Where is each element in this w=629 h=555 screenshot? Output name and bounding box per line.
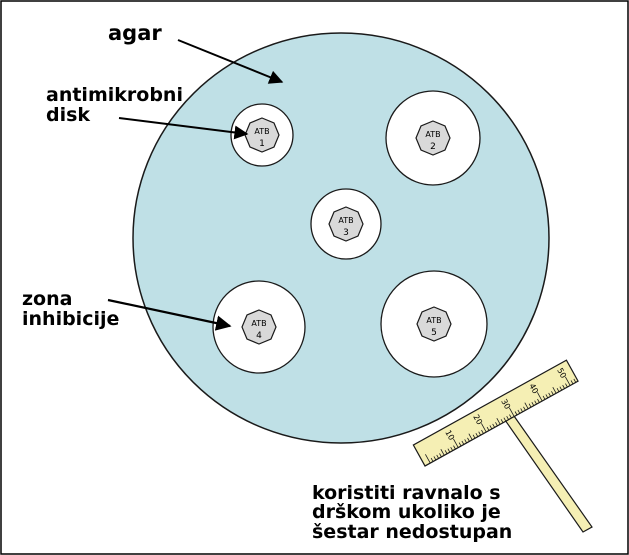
disc-group-2: ATB 2 — [385, 90, 481, 186]
ruler-tick — [492, 423, 495, 428]
antimicrobial-disk-label-line-2: disk — [46, 103, 91, 126]
ruler-tick — [537, 392, 543, 402]
ruler-tick — [430, 457, 434, 462]
ruler-tick — [565, 383, 568, 388]
disc-group-5: ATB 5 — [380, 270, 488, 378]
ruler-tick — [468, 433, 473, 441]
disk-code-4: ATB — [251, 319, 266, 328]
ruler-body — [412, 359, 579, 467]
ruler-tick — [481, 423, 487, 433]
ruler-tick — [528, 403, 532, 408]
ruler-note: koristiti ravnalo s drškom ukoliko je še… — [312, 482, 513, 543]
ruler-tick — [573, 378, 577, 383]
ruler-tick — [436, 454, 439, 459]
ruler-tick — [517, 409, 521, 414]
discs-group: ATB 1 ATB 2 ATB 3 ATB 4 ATB 5 — [212, 90, 488, 378]
ruler-tick — [562, 384, 565, 389]
antimicrobial-disk-5 — [416, 306, 452, 342]
ruler-tick — [548, 392, 551, 397]
zone-arrow — [107, 298, 232, 331]
ruler-tick-label: 10 — [443, 429, 456, 442]
ruler-tick — [453, 445, 456, 450]
ruler-tick — [447, 448, 451, 453]
ruler-tick — [500, 419, 504, 423]
disk-arrow — [118, 117, 249, 140]
ruler-tick — [531, 401, 535, 406]
ruler-with-handle: 10 20 30 40 50 — [412, 359, 593, 533]
ruler-tick — [509, 414, 512, 419]
ruler-tick — [559, 386, 563, 391]
ruler-tick — [495, 422, 498, 427]
disk-number-2: 2 — [430, 142, 436, 152]
ruler-note-line-2: drškom ukoliko je — [312, 501, 501, 524]
ruler-tick — [552, 386, 557, 394]
ruler-tick — [478, 431, 481, 436]
disc-group-4: ATB 4 — [212, 280, 306, 374]
inhibition-zone-label-line-1: zona — [22, 288, 73, 310]
disk-number-3: 3 — [343, 228, 349, 238]
ruler-tick — [458, 442, 462, 447]
ruler-note-line-3: šestar nedostupan — [312, 520, 513, 543]
ruler-tick — [534, 400, 537, 405]
ruler-tick — [489, 425, 493, 430]
ruler-tick — [439, 453, 442, 458]
ruler-tick — [503, 417, 507, 422]
ruler-tick — [564, 376, 571, 386]
ruler-tick — [509, 407, 515, 417]
antimicrobial-disk-label: antimikrobni disk — [46, 84, 183, 126]
ruler-tick — [444, 450, 448, 454]
ruler-tick-label: 30 — [499, 398, 512, 411]
ruler-tick — [475, 433, 479, 437]
disk-code-1: ATB — [254, 127, 269, 136]
agar-label: agar — [108, 21, 162, 45]
inhibition-zone-label: zona inhibicije — [22, 288, 120, 330]
disc-group-1: ATB 1 — [230, 103, 294, 167]
ruler-tick — [453, 438, 459, 448]
ruler-tick — [537, 398, 540, 403]
agar-arrow — [177, 39, 284, 84]
ruler-tick — [506, 415, 509, 420]
ruler-tick — [496, 417, 501, 425]
ruler-tick — [556, 388, 560, 392]
ruler-tick — [551, 391, 554, 396]
ruler-tick — [450, 446, 453, 451]
ruler-tick — [464, 439, 467, 444]
ruler-tick — [461, 440, 465, 445]
ruler-note-line-1: koristiti ravnalo s — [312, 482, 501, 504]
ruler-tick — [481, 429, 484, 434]
ruler-tick-label: 50 — [555, 366, 568, 379]
antimicrobial-disk-2 — [415, 120, 451, 156]
antimicrobial-disk-label-line-1: antimikrobni — [46, 84, 183, 106]
ruler-tick — [514, 411, 518, 416]
ruler-ticks: 10 20 30 40 50 — [425, 366, 577, 464]
ruler-tick — [545, 394, 549, 399]
disk-code-5: ATB — [426, 316, 441, 325]
antimicrobial-disk-3 — [328, 206, 364, 242]
ruler-tick — [433, 456, 437, 461]
inhibition-zone-label-line-2: inhibicije — [22, 307, 120, 330]
ruler-tick — [440, 449, 445, 456]
ruler-tick — [467, 437, 470, 442]
ruler-tick-label: 40 — [527, 382, 540, 395]
ruler-tick — [523, 406, 526, 411]
disk-code-2: ATB — [425, 130, 440, 139]
ruler-tick — [486, 426, 490, 431]
ruler-tick — [570, 380, 574, 385]
disk-code-3: ATB — [338, 216, 353, 225]
ruler-tick-label: 20 — [471, 413, 484, 426]
disk-number-4: 4 — [256, 331, 262, 341]
disc-group-3: ATB 3 — [310, 188, 382, 260]
ruler-tick — [425, 454, 431, 464]
disk-number-5: 5 — [431, 328, 437, 338]
ruler-tick — [542, 395, 546, 400]
disk-number-1: 1 — [259, 139, 265, 149]
ruler-tick — [472, 434, 476, 439]
antimicrobial-disk-4 — [241, 309, 277, 345]
ruler-tick — [524, 402, 529, 409]
ruler-tick — [520, 408, 523, 413]
